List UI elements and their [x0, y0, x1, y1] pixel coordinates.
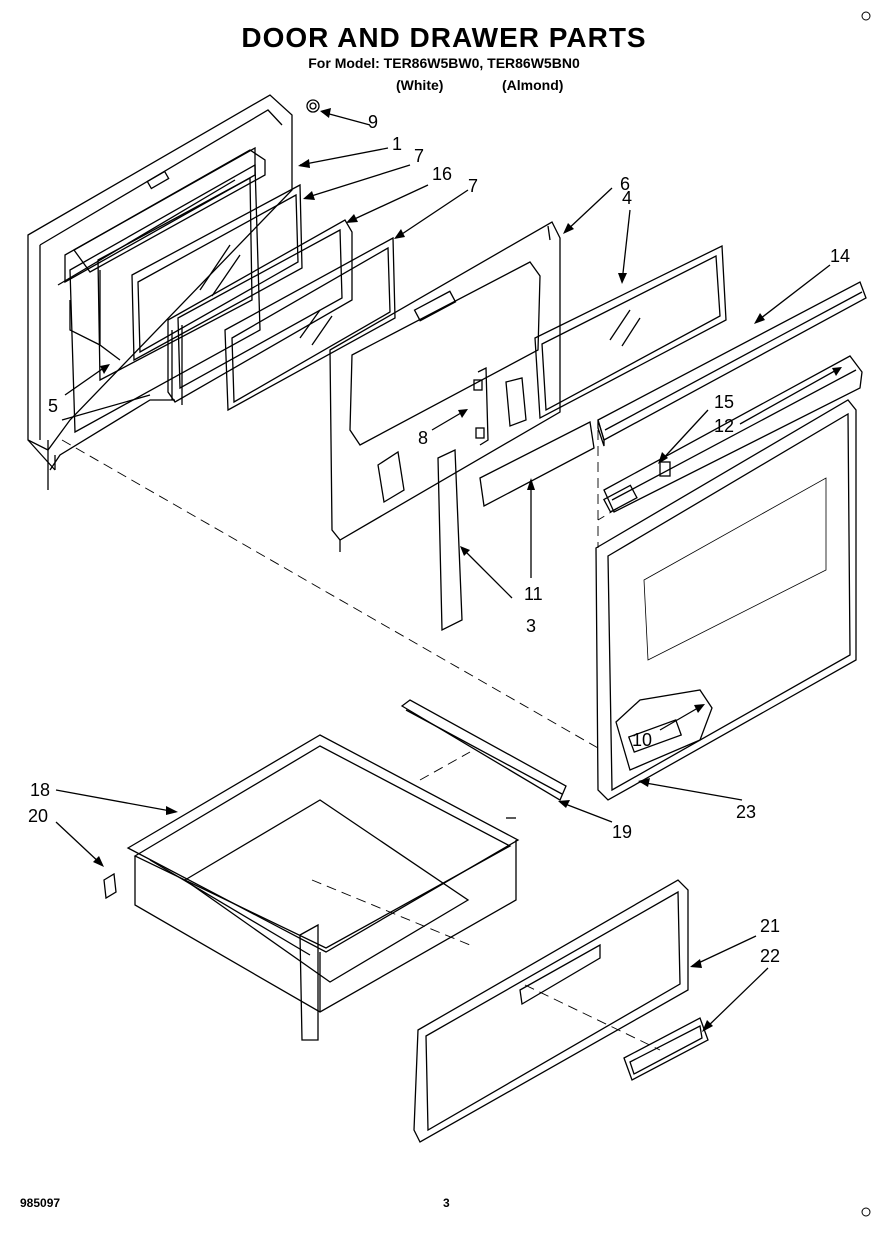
- insulation-pad: [479, 421, 595, 508]
- handle-end-cap: [659, 461, 671, 477]
- callout-23: 23: [736, 802, 756, 822]
- callout-18: 18: [30, 780, 50, 800]
- callout-14: 14: [830, 246, 850, 266]
- vent-trim: [597, 281, 867, 447]
- oven-window-glass: [534, 244, 727, 420]
- door-front-panel: [595, 399, 857, 801]
- callout-11: 11: [524, 584, 543, 604]
- door-bumper: [306, 99, 320, 113]
- registration-marks: [861, 11, 871, 1217]
- door-hinge: [627, 719, 683, 753]
- callout-1: 1: [392, 134, 402, 154]
- callout-21: 21: [760, 916, 780, 936]
- callout-8: 8: [418, 428, 428, 448]
- callout-4: 4: [622, 188, 632, 208]
- assembly-lines: [61, 430, 661, 1051]
- callout-5: 5: [48, 396, 58, 416]
- outer-door-panel: [27, 94, 293, 490]
- door-glass-inner: [224, 236, 396, 412]
- callout-15: 15: [714, 392, 734, 412]
- callout-6: 6: [620, 174, 630, 194]
- drawer-stop: [103, 872, 117, 900]
- inner-door-frame: [64, 146, 261, 434]
- leader-lines: [55, 111, 841, 1031]
- callout-3: 3: [526, 616, 536, 636]
- insulation-strip: [437, 448, 463, 632]
- glass-pack: [167, 219, 353, 405]
- callout-16: 16: [432, 164, 452, 184]
- hinge-clip: [473, 366, 489, 446]
- callout-12: 12: [714, 416, 734, 436]
- arrow-heads: [93, 108, 842, 1032]
- inner-door-liner: [329, 221, 561, 552]
- callout-9: 9: [368, 112, 378, 132]
- door-mesh-window: [643, 477, 827, 661]
- callout-labels: 9 1 7 16 7 6 4 14 15 12 5 8 11 3 10 23 1…: [28, 112, 850, 966]
- callout-22: 22: [760, 946, 780, 966]
- document-number: 985097: [20, 1196, 61, 1210]
- storage-drawer: [126, 734, 520, 1041]
- callout-20: 20: [28, 806, 48, 826]
- callout-7a: 7: [414, 146, 424, 166]
- color-white-label: (White): [396, 77, 444, 93]
- callout-7b: 7: [468, 176, 478, 196]
- page-number: 3: [443, 1196, 450, 1210]
- page-title: DOOR AND DRAWER PARTS: [241, 22, 647, 53]
- door-glass-outer: [131, 183, 303, 362]
- color-almond-label: (Almond): [502, 77, 564, 93]
- callout-19: 19: [612, 822, 632, 842]
- model-numbers: For Model: TER86W5BW0, TER86W5BN0: [308, 55, 580, 71]
- callout-10: 10: [632, 730, 652, 750]
- drawer-handle: [623, 1017, 709, 1081]
- drawer-slide: [400, 699, 567, 801]
- drawer-front: [413, 879, 689, 1143]
- page-header: DOOR AND DRAWER PARTS For Model: TER86W5…: [0, 22, 888, 72]
- door-handle: [603, 355, 863, 513]
